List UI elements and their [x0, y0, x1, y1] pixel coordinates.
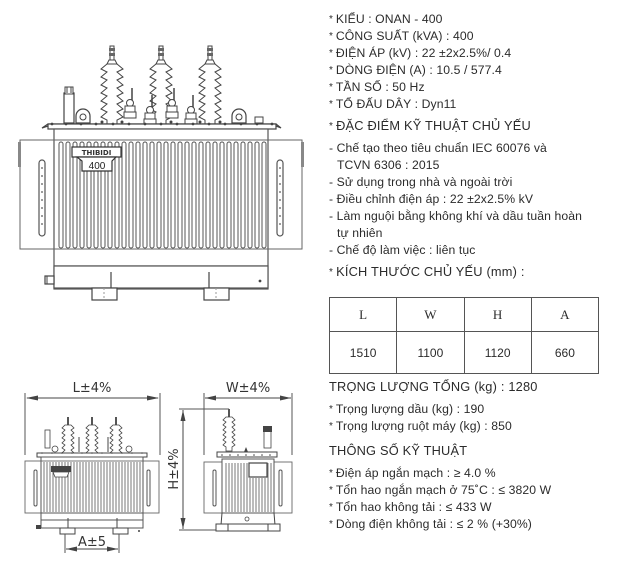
- svg-text:THIBIDI: THIBIDI: [82, 149, 112, 157]
- dimensions-table: L W H A 1510 1100 1120 660: [328, 297, 600, 374]
- technical-item: Dòng điện không tải : ≤ 2 % (+30%): [329, 516, 532, 534]
- value-cell-a: 660: [530, 331, 600, 374]
- spec-power: CÔNG SUẤT (kVA) : 400: [329, 28, 474, 46]
- header-cell-l: L: [328, 297, 398, 332]
- spec-model: KIỂU : ONAN - 400: [329, 11, 443, 29]
- technical-heading: THÔNG SỐ KỸ THUẬT: [329, 443, 468, 458]
- nameplate: THIBIDI 400: [71, 146, 122, 172]
- feature-item: Chế tạo theo tiêu chuẩn IEC 60076 và: [329, 140, 547, 156]
- table-header-row: L W H A: [328, 297, 600, 332]
- svg-text:H±4%: H±4%: [167, 448, 182, 489]
- technical-item: Tổn hao ngắn mạch ở 75˚C : ≤ 3820 W: [329, 482, 551, 500]
- core-weight: Trọng lượng ruột máy (kg) : 850: [329, 418, 512, 436]
- feature-item: Chế độ làm việc : liên tục: [329, 242, 476, 258]
- spec-voltage: ĐIỆN ÁP (kV) : 22 ±2x2.5%/ 0.4: [329, 45, 511, 63]
- feature-item-continued: tự nhiên: [337, 226, 383, 240]
- total-weight: TRỌNG LƯỢNG TỔNG (kg) : 1280: [329, 379, 538, 394]
- table-row: 1510 1100 1120 660: [328, 331, 600, 374]
- front-dimension-view: L±4%: [24, 381, 161, 553]
- header-cell-w: W: [396, 297, 465, 332]
- spec-frequency: TẦN SỐ : 50 Hz: [329, 79, 425, 97]
- main-front-view: THIBIDI 400: [18, 45, 304, 301]
- spec-vector-group: TỔ ĐẤU DÂY : Dyn11: [329, 96, 456, 114]
- svg-text:L±4%: L±4%: [73, 381, 112, 396]
- header-cell-h: H: [463, 297, 532, 332]
- value-cell-w: 1100: [396, 331, 465, 374]
- svg-text:W±4%: W±4%: [226, 381, 270, 396]
- feature-item: Làm nguội bằng không khí và dầu tuần hoà…: [329, 208, 582, 224]
- header-cell-a: A: [530, 297, 600, 332]
- value-cell-h: 1120: [463, 331, 532, 374]
- spec-current: DÒNG ĐIỆN (A) : 10.5 / 577.4: [329, 62, 502, 80]
- side-dimension-view: W±4% H±4%: [167, 381, 293, 532]
- feature-item: Điều chỉnh điện áp : 22 ±2x2.5% kV: [329, 191, 533, 207]
- technical-item: Điện áp ngắn mạch : ≥ 4.0 %: [329, 465, 496, 483]
- svg-text:A±5: A±5: [78, 535, 106, 550]
- svg-text:400: 400: [89, 161, 106, 172]
- oil-weight: Trọng lượng dầu (kg) : 190: [329, 401, 484, 419]
- feature-item: Sử dụng trong nhà và ngoài trời: [329, 174, 513, 190]
- dimensions-heading: KÍCH THƯỚC CHỦ YẾU (mm) :: [329, 264, 525, 282]
- value-cell-l: 1510: [328, 331, 398, 374]
- feature-item-continued: TCVN 6306 : 2015: [337, 158, 440, 172]
- technical-item: Tổn hao không tải : ≤ 433 W: [329, 499, 492, 517]
- features-heading: ĐẶC ĐIỂM KỸ THUẬT CHỦ YẾU: [329, 118, 531, 136]
